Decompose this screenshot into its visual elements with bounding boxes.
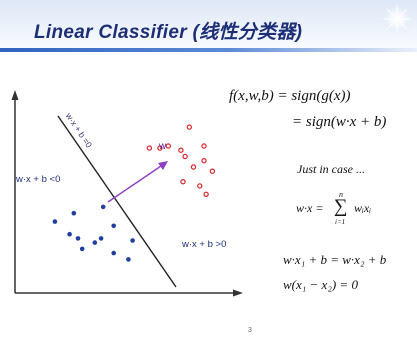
normal-vector-arrow	[107, 163, 165, 203]
positive-point	[186, 124, 192, 130]
positive-point	[190, 164, 197, 170]
positive-point	[201, 157, 207, 164]
hyperplane-equation: w·x₁ + b = w·x₂ + b	[283, 252, 387, 267]
negative-point	[67, 231, 72, 237]
negative-point	[111, 223, 116, 229]
negative-point	[111, 250, 116, 256]
dot-product-term: wᵢxᵢ	[354, 201, 372, 215]
negative-point	[100, 204, 106, 210]
negative-point	[75, 236, 81, 241]
positive-point	[180, 178, 186, 185]
orthogonality-equation: w(x₁ − x₂) = 0	[283, 277, 358, 292]
decision-boundary-line	[57, 115, 177, 288]
page-number: 3	[248, 327, 252, 334]
dot-product-lhs: w·x =	[296, 201, 324, 215]
positive-point	[146, 145, 153, 151]
scatter-plot: w·x + b =0 w·x + b <0 w·x + b >0 w	[0, 60, 260, 330]
positive-point	[165, 143, 171, 149]
sum-lower-limit: i=1	[335, 218, 346, 226]
classifier-expanded: = sign(w·x + b)	[292, 114, 387, 130]
positive-point	[209, 168, 216, 174]
just-in-case-note: Just in case ...	[297, 162, 365, 176]
title-divider	[0, 48, 417, 52]
negative-point	[92, 240, 98, 245]
y-axis-arrowhead	[11, 90, 19, 100]
normal-vector-arrowhead	[158, 161, 168, 170]
positive-point	[203, 191, 209, 197]
normal-vector-label: w	[159, 141, 167, 152]
negative-point	[79, 246, 85, 252]
negative-point	[71, 210, 77, 216]
positive-class-points	[146, 124, 216, 197]
plot-canvas	[11, 90, 243, 297]
positive-point	[157, 145, 163, 151]
positive-point	[182, 153, 188, 160]
positive-point	[197, 183, 203, 189]
negative-point	[126, 257, 131, 262]
sun-glow-icon	[381, 3, 413, 35]
negative-region-label: w·x + b <0	[16, 174, 61, 185]
negative-class-points	[52, 204, 135, 262]
title-bar	[0, 0, 417, 48]
positive-point	[201, 143, 207, 149]
positive-region-label: w·x + b >0	[182, 239, 227, 250]
sum-upper-limit: n	[339, 190, 343, 199]
classifier-definition: f(x,w,b) = sign(g(x))	[229, 88, 351, 104]
summation-symbol: ∑	[334, 196, 348, 217]
x-axis-arrowhead	[233, 289, 243, 297]
negative-point	[98, 236, 104, 241]
negative-point	[52, 219, 58, 224]
dot-product-equation: w·x = n ∑ i=1 wᵢxᵢ	[296, 190, 391, 228]
positive-point	[178, 147, 184, 153]
slide-title: Linear Classifier (线性分类器)	[34, 22, 303, 43]
negative-point	[130, 238, 135, 243]
